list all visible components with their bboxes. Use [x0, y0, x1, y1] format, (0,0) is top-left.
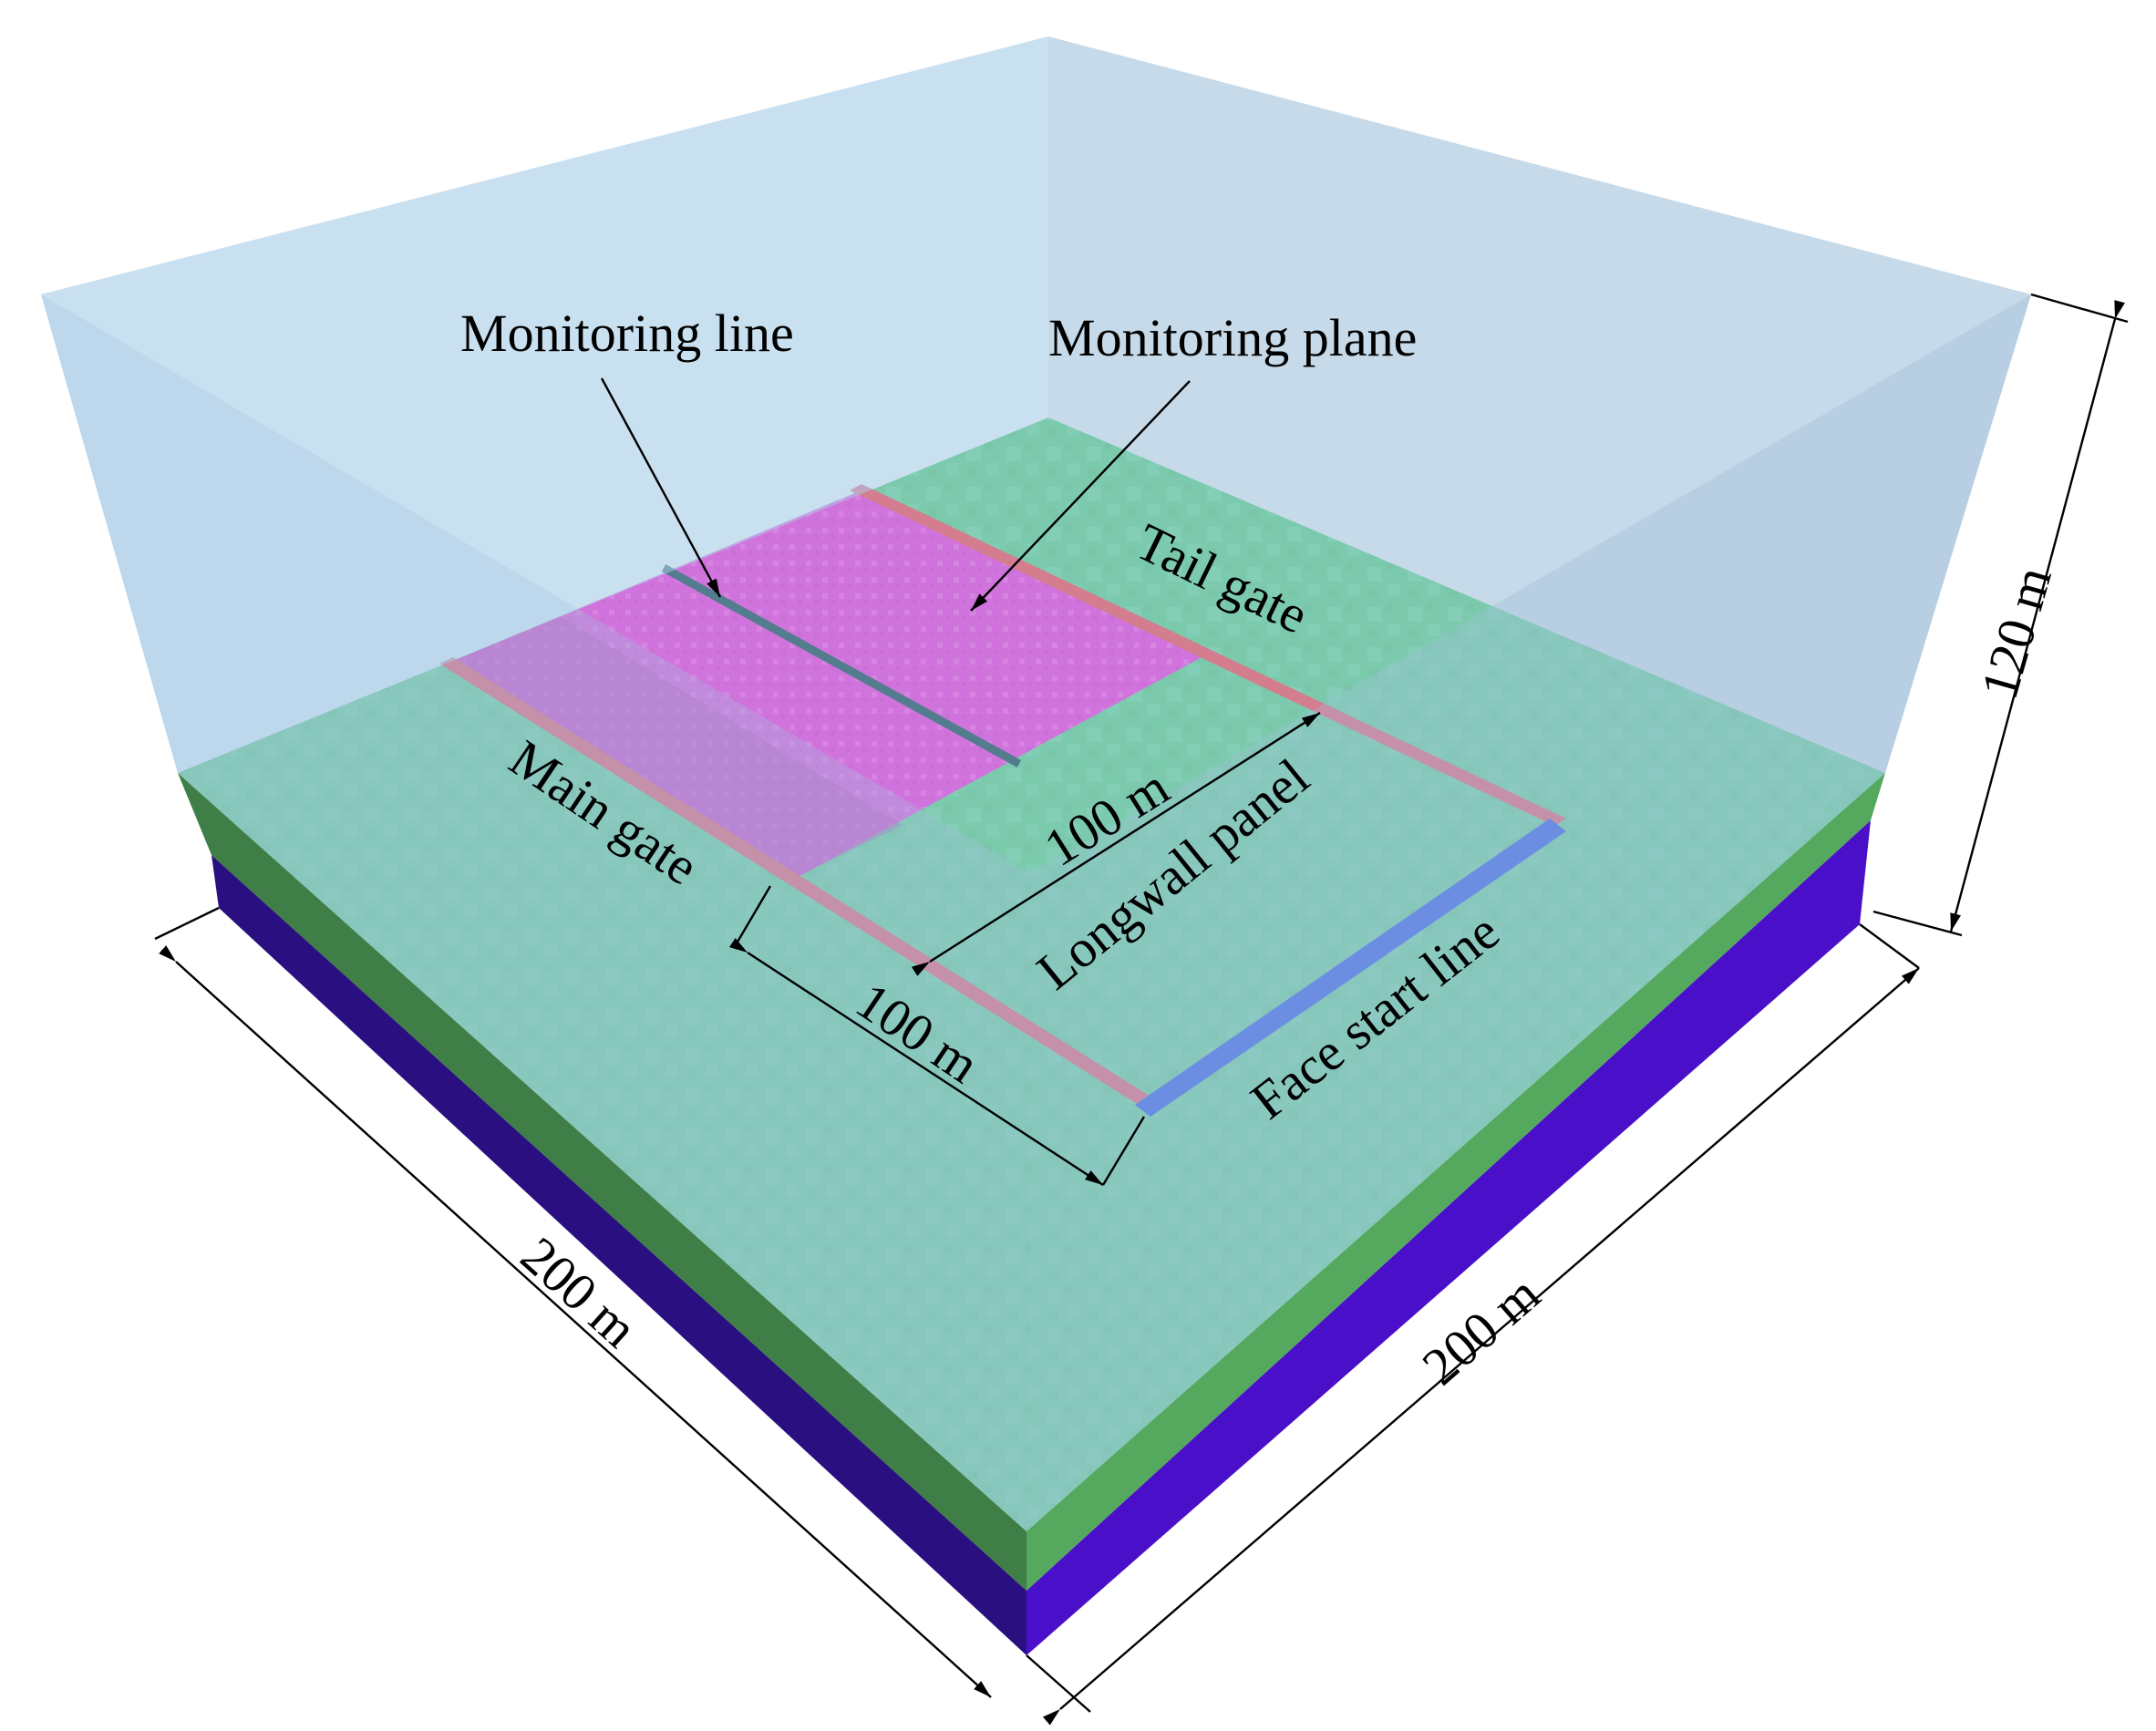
overburden-back-left [41, 36, 1048, 773]
dim-100-length-ext-b [1101, 1116, 1146, 1186]
dim-200-right-line [1042, 967, 1920, 1726]
dim-120-line [1949, 300, 2125, 932]
dim-120-ext-top [2030, 293, 2129, 324]
dim-100-length-line [728, 938, 1104, 1187]
dim-200-right-ext [1859, 923, 1920, 969]
dim-200-left-line [159, 945, 992, 1698]
dim-100-length-ext-a [732, 885, 772, 949]
dim-120-ext-bottom [1872, 910, 1963, 937]
overburden-back-right [1048, 36, 2031, 773]
monitoring-line-leader [600, 377, 722, 598]
label-dim-120: 120 m [1969, 561, 2063, 706]
overburden-top [41, 36, 2031, 873]
dim-200-left-ext-a [154, 906, 220, 941]
label-monitoring-plane: Monitoring plane [1048, 308, 1417, 367]
goaf-area-texture [447, 492, 1203, 877]
dim-200-left-ext-b [1026, 1654, 1091, 1713]
label-monitoring-line: Monitoring line [460, 304, 794, 363]
dim-100-width-line [911, 711, 1321, 976]
monitoring-plane-leader [970, 380, 1191, 612]
